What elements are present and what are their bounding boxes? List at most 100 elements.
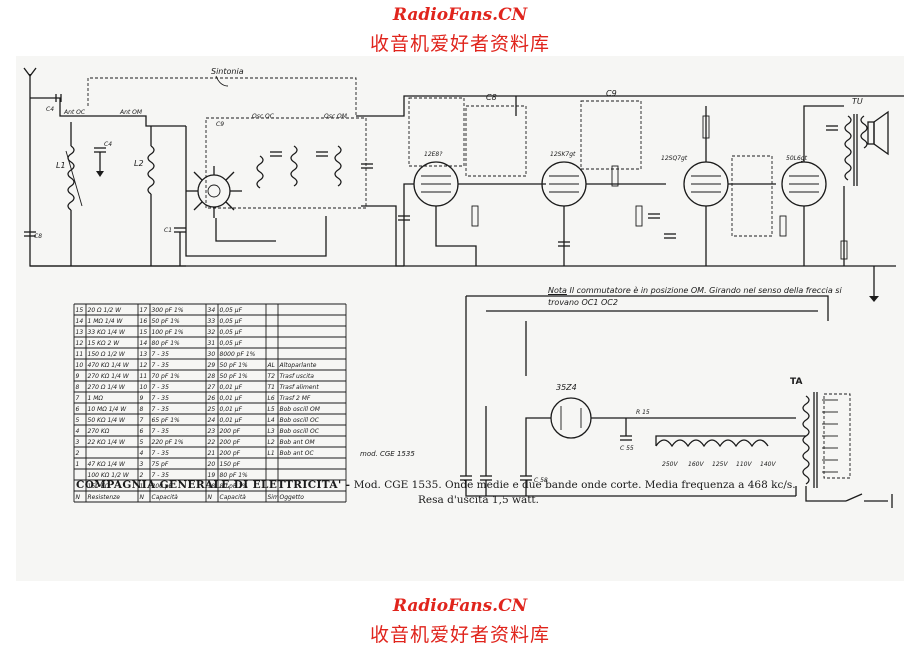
note-block: Nota Il commutatore è in posizione OM. G… [548,285,848,309]
mains-transformer [802,392,818,488]
table-cell: 70 pF 1% [152,373,181,380]
table-cell: L5 [268,406,275,413]
table-cell: 13 [140,351,148,358]
table-cell: 270 KΩ 1/4 W [88,373,130,380]
table-cell: 80 pF 1% [152,340,181,347]
table-cell: 21 [208,450,216,457]
note-text: Il commutatore è in posizione OM. Girand… [548,286,842,307]
label-sintonia: Sintonia [211,67,244,76]
table-cell: 80 pF 1% [220,472,249,479]
table-cell: 200 pF [152,483,173,490]
schematic-diagram: C4 Ant OC Ant OM C8 L1 C4 L2 Sintonia [23,67,904,508]
table-cell: 7 [76,395,80,402]
caption-brand: COMPAGNIA GENERALE DI ELETTRICITA' - [76,479,351,491]
table-cell: 7 - 35 [152,406,170,413]
output-transformer [844,114,868,186]
speaker-icon [867,110,889,156]
table-cell: 3 [76,439,80,446]
table-cell: 270 KΩ [88,428,110,435]
table-cell: 7 - 35 [152,362,170,369]
table-cell: 220 pF 1% [152,439,184,446]
table-cell: 29 [208,362,216,369]
table-cell: 100 KΩ 1/2 W [88,472,130,479]
table-cell: Trasf 2 MF [280,395,311,402]
table-cell: 47 KΩ 1/4 W [88,461,127,468]
table-cell: 50 pF 1% [220,362,249,369]
tube-2 [541,161,587,207]
table-cell: 5 [76,417,80,424]
table-cell: 200 pF [220,439,241,446]
table-cell: 14 [140,340,148,347]
table-cell: 0,01 µF [220,417,243,424]
model-tag: mod. CGE 1535 [360,450,415,458]
coil-l1 [65,145,83,211]
table-cell: 2 [140,472,144,479]
label-c55: C 55 [620,445,634,452]
table-cell: 8 [76,384,80,391]
table-cell: 7 - 35 [152,428,170,435]
table-cell: 4 [140,450,144,457]
table-cell: 6 [140,428,144,435]
table-cell: 30 [208,351,216,358]
table-cell: 26 [208,395,216,402]
table-cell: 22 KΩ 1/4 W [88,439,127,446]
table-cell: 7 - 35 [152,351,170,358]
table-cell: 3 [140,461,144,468]
label-rectifier: 35Z4 [556,383,577,392]
table-cell: 20 [208,461,216,468]
label-c58: C 58 [534,477,548,484]
table-cell: 12 [76,340,84,347]
table-cell: 1 [140,483,144,490]
label-tube-3: 12SQ7gt [661,155,688,162]
label-tap-1: 250V [662,461,678,468]
table-cell: 27 [208,384,216,391]
label-c8: C8 [486,93,497,102]
table-cell: 19 [208,472,216,479]
table-cell: 150 KΩ [88,483,110,490]
watermark-subtitle-bottom: 收音机爱好者资料库 [369,624,550,646]
table-cell: 7 [140,417,144,424]
table-cell: L6 [268,395,275,402]
table-cell: 33 KΩ 1/4 W [88,329,127,336]
label-ant-oc: Ant OC [63,109,86,116]
table-cell: Trasf aliment [280,384,320,391]
table-cell: 24 [208,417,216,424]
label-transformer: TA [790,377,802,387]
table-cell: 0,05 µF [220,307,243,314]
table-cell: AL [267,362,275,369]
table-cell: Altoparlante [279,362,317,369]
table-cell: L3 [268,428,275,435]
label-tap-3: 125V [712,461,728,468]
table-cell: Bob ant OC [280,450,315,457]
table-cell: 32 [208,329,216,336]
table-cell: L2 [268,439,275,446]
table-cell: 14 [76,318,84,325]
table-cell: Trasf uscita [280,373,315,380]
label-l1: L1 [56,161,66,170]
table-cell: 10 [140,384,148,391]
table-footer-cell: Capacità [152,494,179,501]
table-cell: 13 [76,329,84,336]
table-cell: Bob oscill OC [280,417,320,424]
table-cell: 18 [208,483,216,490]
band-switch [186,166,242,218]
label-osc-oc: Osc OC [252,113,275,120]
table-cell: 0,05 µF [220,329,243,336]
table-footer-cell: Capacità [220,494,247,501]
table-cell: 8000 pF 1% [220,351,256,358]
label-tube-4: 50L6gt [786,155,808,162]
watermark-site-top: RadioFans.CN [392,5,528,25]
table-cell: 28 [208,373,216,380]
table-cell: 150 pF [220,461,241,468]
table-cell: 12 [140,362,148,369]
svg-text:C9: C9 [606,89,617,98]
tube-4 [781,161,827,207]
table-cell: 10 [76,362,84,369]
table-cell: 25 [208,406,216,413]
svg-text:C8: C8 [34,233,42,240]
table-cell: 9 [140,395,144,402]
schematic-scan: C4 Ant OC Ant OM C8 L1 C4 L2 Sintonia [16,56,904,581]
tube-3 [683,161,729,207]
table-footer-cell: Sim [268,494,279,501]
